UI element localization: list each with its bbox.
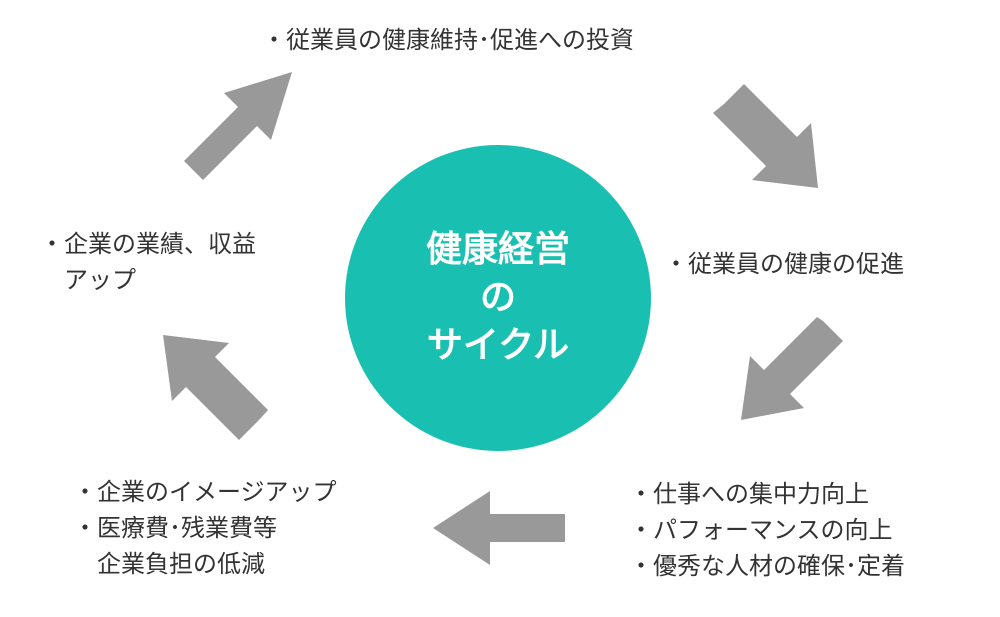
arrow-bottom-right-to-bottom-left (433, 491, 565, 565)
node-left: ・企業の業績、収益 アップ (40, 226, 256, 298)
node-bottom-left-line-1: ・企業のイメージアップ (73, 478, 337, 506)
node-bottom-right-line-2: ・パフォーマンスの向上 (629, 516, 893, 544)
center-title-line-1: 健康経営 (425, 229, 570, 270)
node-left-line-2: アップ (64, 266, 136, 294)
node-bottom-left: ・企業のイメージアップ ・医療費･残業費等 企業負担の低減 (73, 474, 337, 582)
node-right: ・従業員の健康の促進 (664, 246, 904, 282)
node-bottom-right-line-1: ・仕事への集中力向上 (629, 480, 869, 508)
arrow-left-to-top (184, 72, 292, 180)
node-right-line-1: ・従業員の健康の促進 (664, 250, 904, 278)
node-bottom-left-line-3: 企業負担の低減 (97, 550, 265, 578)
arrow-right-to-bottom-right (741, 317, 843, 420)
arrow-top-to-right (713, 84, 818, 188)
node-left-line-1: ・企業の業績、収益 (40, 230, 256, 258)
node-bottom-right: ・仕事への集中力向上 ・パフォーマンスの向上 ・優秀な人材の確保･定着 (629, 476, 905, 584)
arrow-bottom-left-to-left (163, 335, 268, 440)
node-top: ・従業員の健康維持･促進への投資 (262, 22, 634, 58)
center-title-line-3: サイクル (426, 325, 570, 366)
center-title-line-2: の (479, 277, 516, 318)
center-circle: 健康経営 の サイクル (345, 145, 651, 451)
node-bottom-right-line-3: ・優秀な人材の確保･定着 (629, 552, 905, 580)
node-bottom-left-line-2: ・医療費･残業費等 (73, 514, 277, 542)
node-top-line-1: ・従業員の健康維持･促進への投資 (262, 26, 634, 54)
